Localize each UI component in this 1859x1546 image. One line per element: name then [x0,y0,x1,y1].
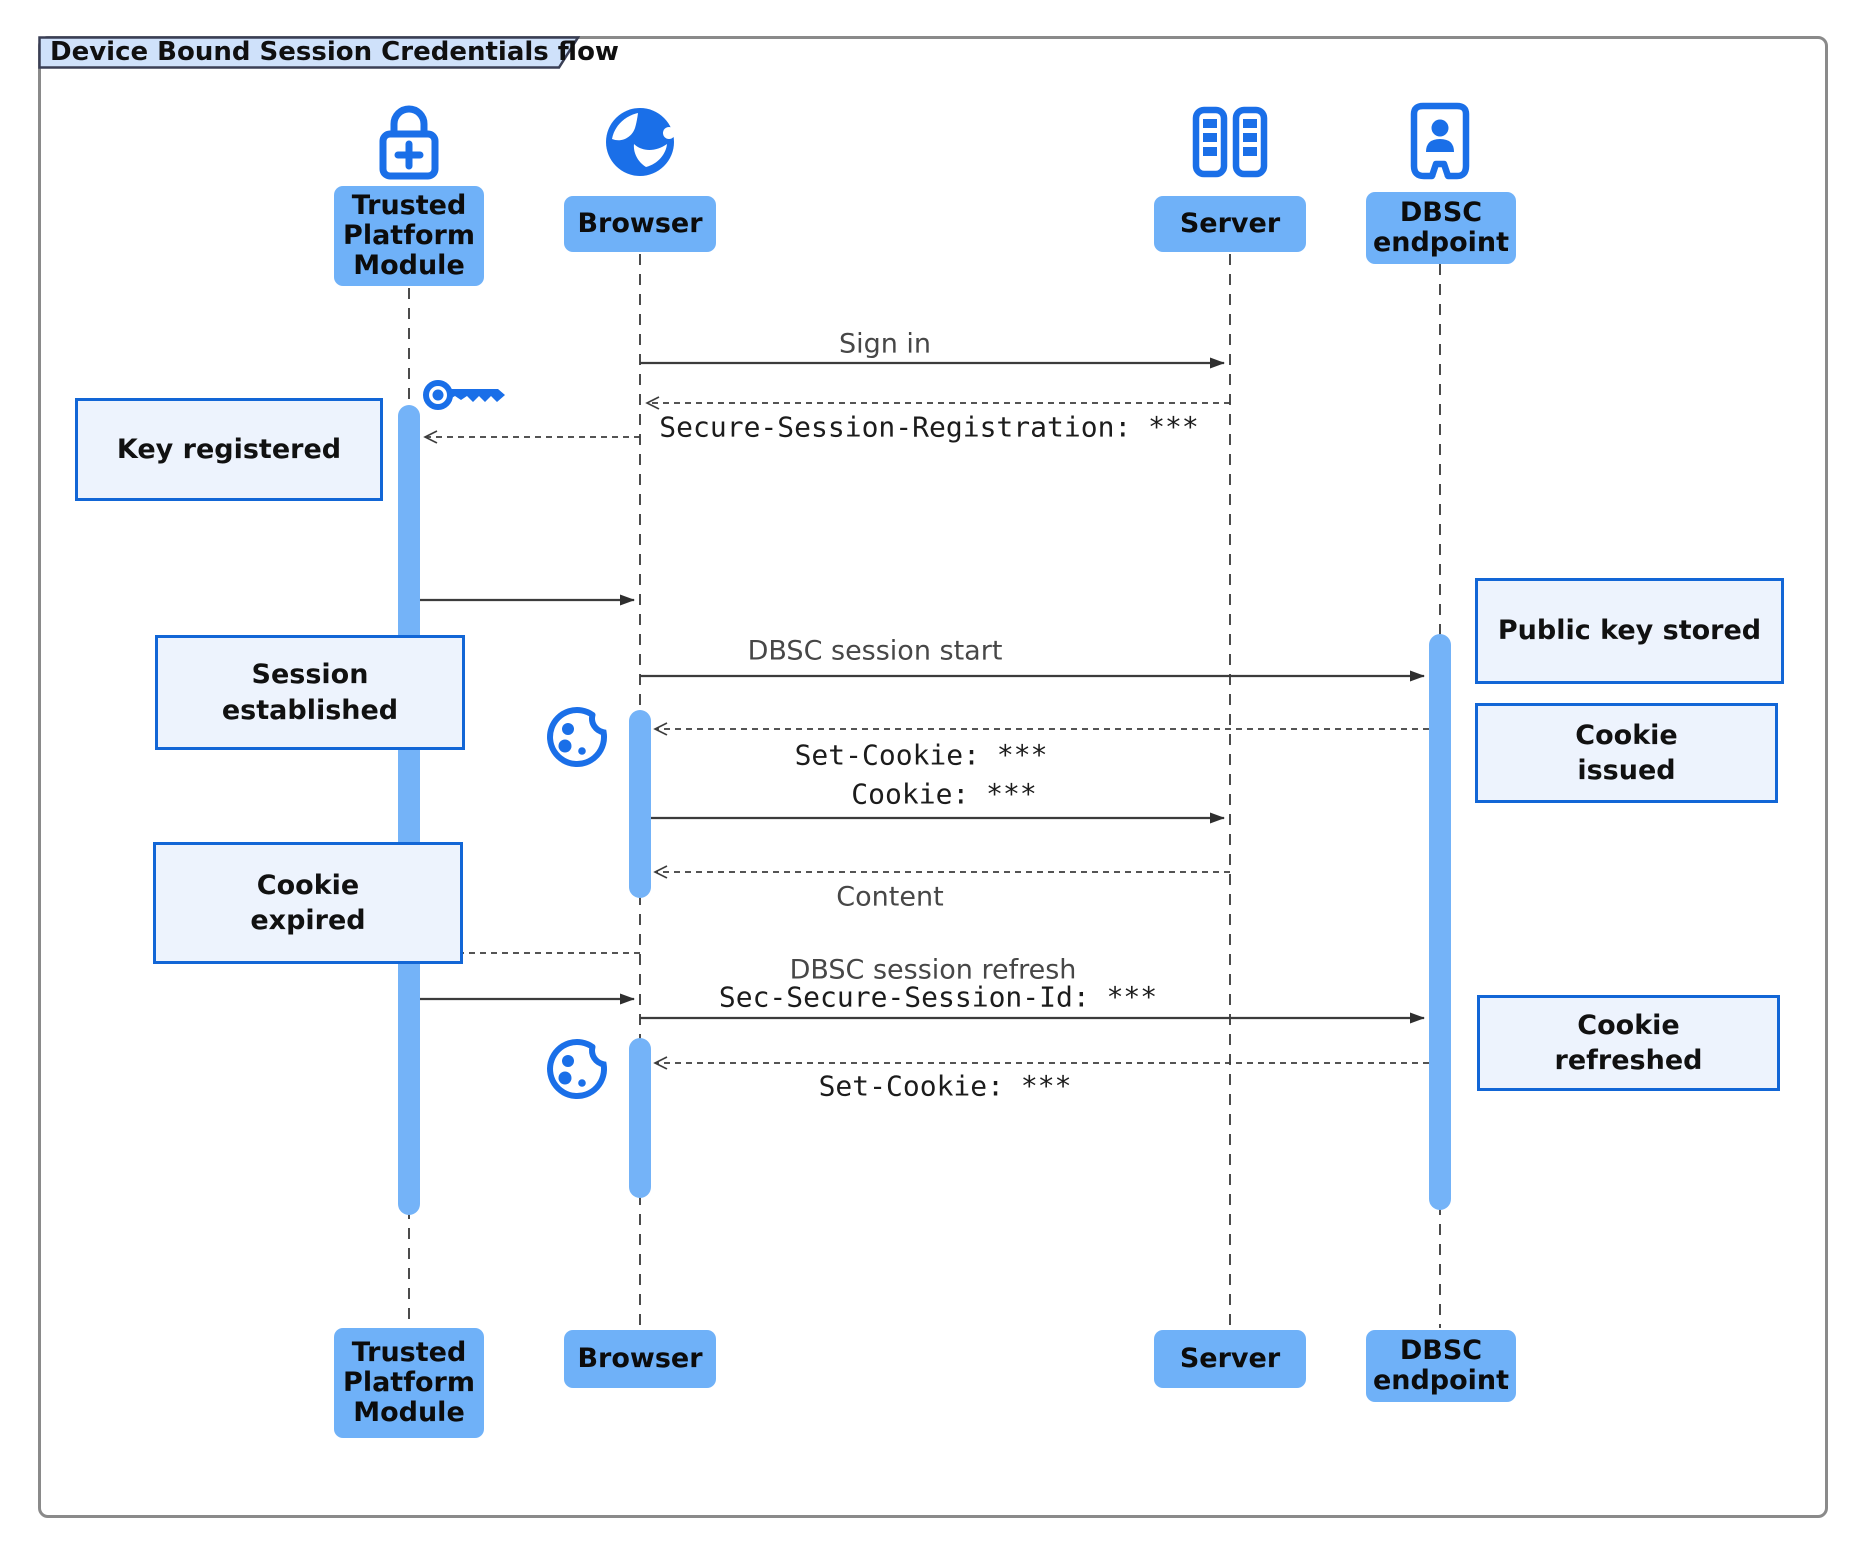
diagram-frame [38,36,1828,1518]
message-label-secure-session-registration: Secure-Session-Registration: *** [659,410,1199,444]
note-text: Cookie expired [250,869,366,936]
message-label-set-cookie-1: Set-Cookie: *** [794,738,1048,772]
activation-bar-browser-1 [629,710,651,898]
note-cookie-issued: Cookie issued [1475,703,1778,803]
actor-label-text: Server [1179,207,1281,239]
actor-label-dbsc-bottom: DBSC endpoint [1366,1330,1516,1402]
actor-label-dbsc-top: DBSC endpoint [1366,192,1516,264]
server-rack-icon [1192,106,1268,178]
actor-label-text: Server [1179,1342,1281,1374]
note-session-established: Session established [155,635,465,750]
lock-plus-icon [379,105,439,180]
note-text: Public key stored [1497,615,1762,647]
actor-label-tpm-top: Trusted Platform Module [334,186,484,286]
message-label-sign-in: Sign in [838,328,932,360]
message-label-dbsc-session-refresh: DBSC session refresh [789,954,1077,986]
message-label-dbsc-session-start: DBSC session start [747,635,1003,667]
activation-bar-dbsc [1429,634,1451,1210]
actor-label-browser-bottom: Browser [564,1330,716,1388]
note-key-registered: Key registered [75,398,383,501]
activation-bar-tpm [398,405,420,1215]
actor-label-text: Trusted Platform Module [343,189,475,282]
note-cookie-expired: Cookie expired [153,842,463,964]
actor-label-text: DBSC endpoint [1372,196,1510,258]
message-label-set-cookie-2: Set-Cookie: *** [818,1069,1072,1103]
diagram-title: Device Bound Session Credentials flow [50,37,619,67]
message-label-cookie: Cookie: *** [851,777,1037,811]
actor-label-tpm-bottom: Trusted Platform Module [334,1328,484,1438]
actor-label-text: DBSC endpoint [1372,1334,1510,1396]
message-label-content: Content [836,881,944,913]
note-text: Cookie refreshed [1554,1009,1703,1076]
globe-icon [606,108,675,176]
actor-label-text: Browser [577,207,703,239]
actor-label-browser-top: Browser [564,196,716,252]
note-text: Key registered [116,433,342,465]
cookie-icon [547,707,608,768]
activation-bar-browser-2 [629,1038,651,1198]
note-text: Cookie issued [1575,719,1678,786]
actor-label-text: Browser [577,1342,703,1374]
key-icon [423,380,505,410]
person-door-icon [1410,102,1470,180]
message-label-sec-secure-session-id: Sec-Secure-Session-Id: *** [718,980,1158,1014]
actor-label-text: Trusted Platform Module [343,1336,475,1429]
cookie-icon [547,1039,608,1100]
title-tab [38,36,580,69]
actor-label-server-bottom: Server [1154,1330,1306,1388]
note-text: Session established [221,659,399,726]
note-cookie-refreshed: Cookie refreshed [1477,995,1780,1091]
note-public-key-stored: Public key stored [1475,578,1784,684]
actor-label-server-top: Server [1154,196,1306,252]
